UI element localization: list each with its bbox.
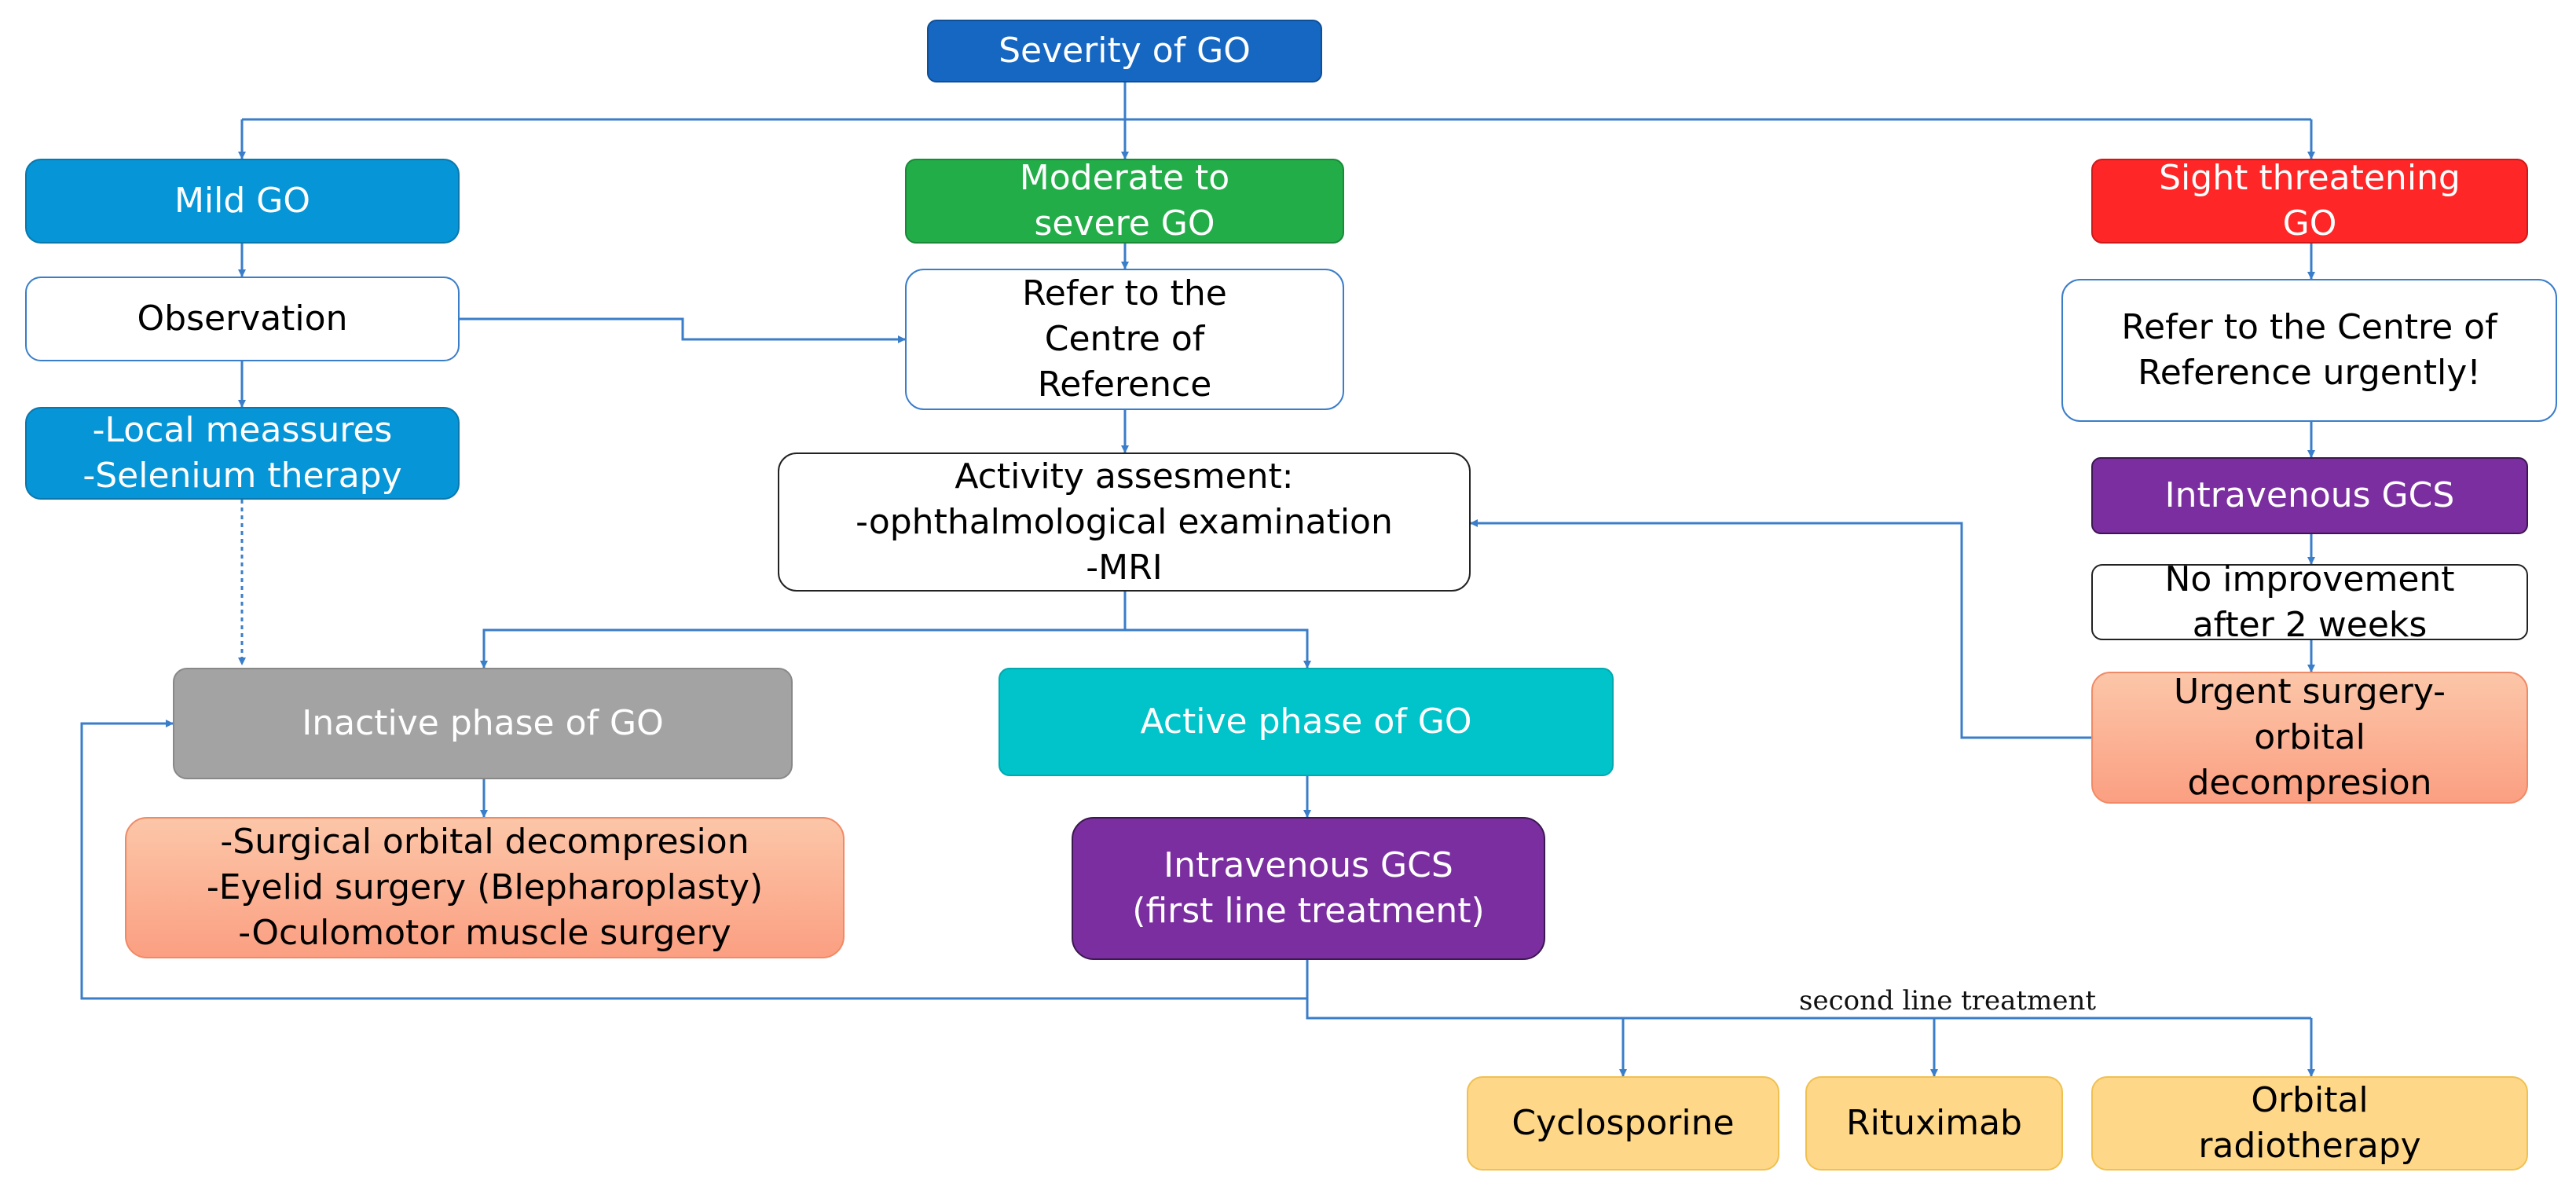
- rituximab-box: Rituximab: [1805, 1076, 2063, 1171]
- edge-ivgcs-back-inactive: [80, 720, 1309, 1000]
- observation-label: Observation: [137, 299, 348, 339]
- activity-assessment-label: Activity assesment: -ophthalmological ex…: [856, 456, 1393, 588]
- severity-of-go-label: Severity of GO: [999, 31, 1251, 71]
- sight-threatening-go-label: Sight threatening GO: [2159, 158, 2461, 244]
- edge-surgery-back-activity: [1470, 519, 2091, 739]
- mild-go-box: Mild GO: [25, 159, 460, 244]
- cyclosporine-label: Cyclosporine: [1512, 1103, 1735, 1143]
- rituximab-label: Rituximab: [1846, 1103, 2022, 1143]
- iv-gcs-first-line-box: Intravenous GCS (first line treatment): [1072, 817, 1545, 960]
- edge-observation-refer: [460, 317, 906, 343]
- inactive-phase-box: Inactive phase of GO: [173, 668, 793, 779]
- urgent-surgery-label: Urgent surgery- orbital decompresion: [2173, 672, 2446, 803]
- refer-urgently-label: Refer to the Centre of Reference urgentl…: [2121, 307, 2497, 393]
- cyclosporine-box: Cyclosporine: [1467, 1076, 1779, 1171]
- activity-assessment-box: Activity assesment: -ophthalmological ex…: [778, 452, 1471, 592]
- mild-go-label: Mild GO: [174, 181, 311, 221]
- refer-urgently-box: Refer to the Centre of Reference urgentl…: [2061, 279, 2557, 422]
- active-phase-label: Active phase of GO: [1140, 702, 1472, 742]
- no-improvement-box: No improvement after 2 weeks: [2091, 559, 2528, 645]
- edge-activity-split: [480, 592, 1127, 669]
- urgent-surgery-box: Urgent surgery- orbital decompresion: [2091, 672, 2528, 804]
- orbital-radiotherapy-box: Orbital radiotherapy: [2091, 1076, 2528, 1171]
- local-measures-box: -Local meassures -Selenium therapy: [25, 407, 460, 500]
- sight-threatening-go-box: Sight threatening GO: [2091, 158, 2528, 244]
- second-line-treatment-label: second line treatment: [1799, 985, 2097, 1017]
- severity-of-go-box: Severity of GO: [927, 20, 1322, 82]
- orbital-radiotherapy-label: Orbital radiotherapy: [2198, 1080, 2421, 1166]
- observation-box: Observation: [25, 277, 460, 361]
- moderate-to-severe-go-label: Moderate to severe GO: [1019, 158, 1230, 244]
- inactive-treatment-box: -Surgical orbital decompresion -Eyelid s…: [125, 817, 845, 958]
- inactive-treatment-label: -Surgical orbital decompresion -Eyelid s…: [206, 822, 764, 953]
- iv-gcs-right-label: Intravenous GCS: [2164, 475, 2455, 515]
- moderate-to-severe-go-box: Moderate to severe GO: [905, 158, 1344, 244]
- refer-centre-box: Refer to the Centre of Reference: [905, 269, 1344, 410]
- refer-centre-label: Refer to the Centre of Reference: [1022, 273, 1227, 405]
- local-measures-label: -Local meassures -Selenium therapy: [82, 410, 402, 496]
- active-phase-box: Active phase of GO: [999, 668, 1614, 776]
- no-improvement-label: No improvement after 2 weeks: [2164, 559, 2455, 645]
- edge-second-line-bar: [1306, 998, 2311, 1020]
- iv-gcs-first-line-label: Intravenous GCS (first line treatment): [1132, 845, 1485, 931]
- edge-activity-active: [1125, 628, 1311, 669]
- inactive-phase-label: Inactive phase of GO: [302, 703, 664, 743]
- iv-gcs-right-box: Intravenous GCS: [2091, 457, 2528, 534]
